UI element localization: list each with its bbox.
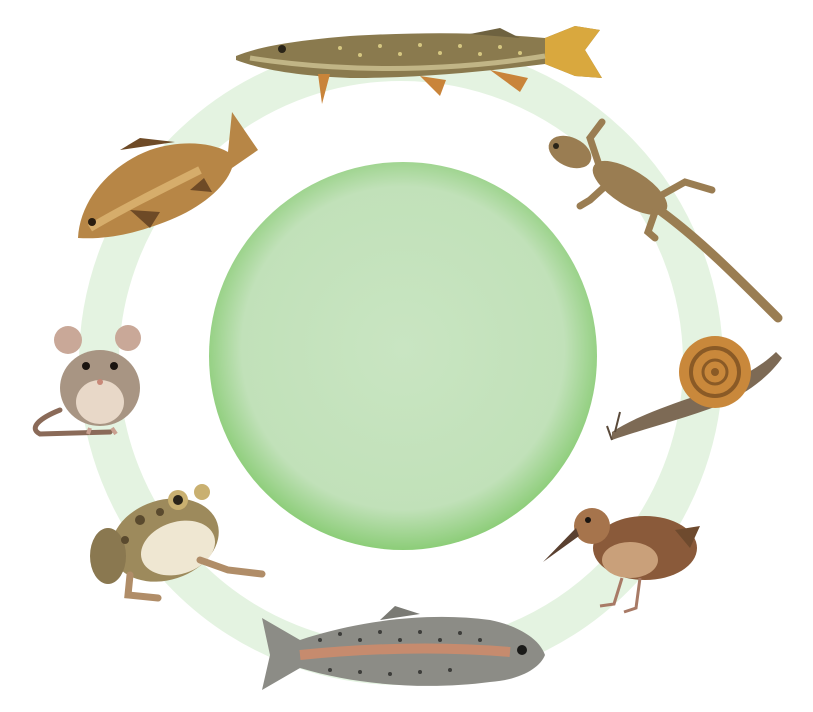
pike-icon	[236, 26, 602, 104]
mouse-icon	[32, 325, 141, 437]
gecko-icon	[548, 118, 783, 323]
trout-icon	[262, 606, 545, 690]
frog-icon	[90, 484, 266, 602]
snail-icon	[606, 336, 782, 441]
carp-icon	[78, 112, 258, 239]
woodcock-icon	[543, 508, 700, 614]
center-circle	[209, 162, 597, 550]
